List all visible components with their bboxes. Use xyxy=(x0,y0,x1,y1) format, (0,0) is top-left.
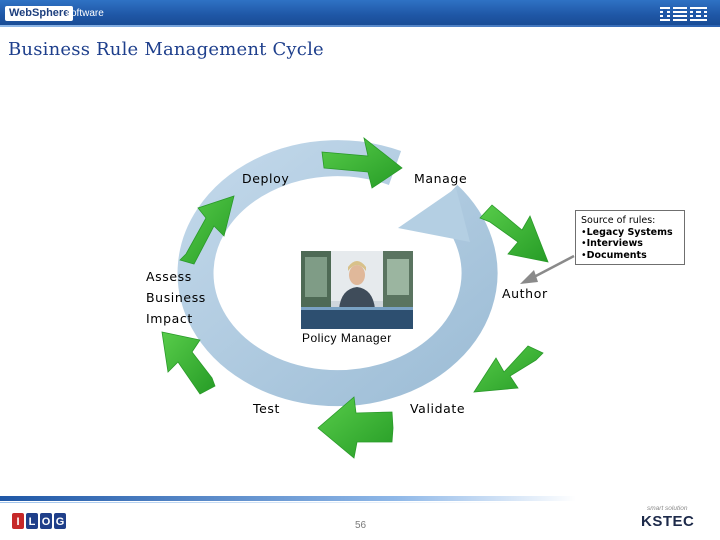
svg-text:I: I xyxy=(16,516,19,528)
footer-divider xyxy=(0,496,720,501)
source-item: Documents xyxy=(581,250,681,262)
source-item: Interviews xyxy=(581,238,681,250)
footer-divider-thin xyxy=(0,502,520,503)
arrow-manage-to-author xyxy=(479,204,549,263)
arrow-author-to-validate xyxy=(473,345,544,393)
svg-text:L: L xyxy=(29,516,36,528)
stage-manage-label: Manage xyxy=(414,171,468,186)
page-number: 56 xyxy=(355,520,367,531)
slide-title: Business Rule Management Cycle xyxy=(8,39,324,60)
assess-line-2: Business xyxy=(146,290,206,305)
stage-test-label: Test xyxy=(253,401,281,416)
header-bar: WebSphere software xyxy=(0,0,720,27)
arrow-assess-to-deploy xyxy=(179,195,235,265)
header-stripe xyxy=(0,25,720,27)
assess-line-1: Assess xyxy=(146,269,192,284)
source-of-rules-box: Source of rules: Legacy Systems Intervie… xyxy=(575,210,685,265)
policy-manager-caption: Policy Manager xyxy=(302,331,392,345)
stage-deploy-label: Deploy xyxy=(242,171,290,186)
arrow-deploy-to-manage xyxy=(321,136,403,189)
source-of-rules-title: Source of rules: xyxy=(581,215,656,226)
kstec-logo: KSTEC xyxy=(641,513,695,530)
cycle-ring xyxy=(177,140,498,407)
source-item: Legacy Systems xyxy=(581,227,681,239)
person-icon xyxy=(301,251,413,329)
stage-validate-label: Validate xyxy=(410,401,466,416)
arrow-validate-to-test xyxy=(317,396,394,459)
websphere-logo: WebSphere xyxy=(5,6,74,21)
policy-manager-photo xyxy=(301,251,413,329)
stage-author-label: Author xyxy=(502,286,548,301)
svg-text:G: G xyxy=(56,516,65,528)
kstec-tagline: smart solution xyxy=(647,505,688,512)
arrow-test-to-assess xyxy=(161,331,216,395)
ibm-logo xyxy=(660,7,707,21)
product-label: software xyxy=(66,8,104,19)
assess-line-3: Impact xyxy=(146,311,193,326)
source-pointer-arrow xyxy=(520,254,575,284)
svg-text:O: O xyxy=(42,516,51,528)
stage-assess-label: Assess Business Impact xyxy=(146,266,206,329)
source-list: Legacy Systems Interviews Documents xyxy=(581,227,681,262)
